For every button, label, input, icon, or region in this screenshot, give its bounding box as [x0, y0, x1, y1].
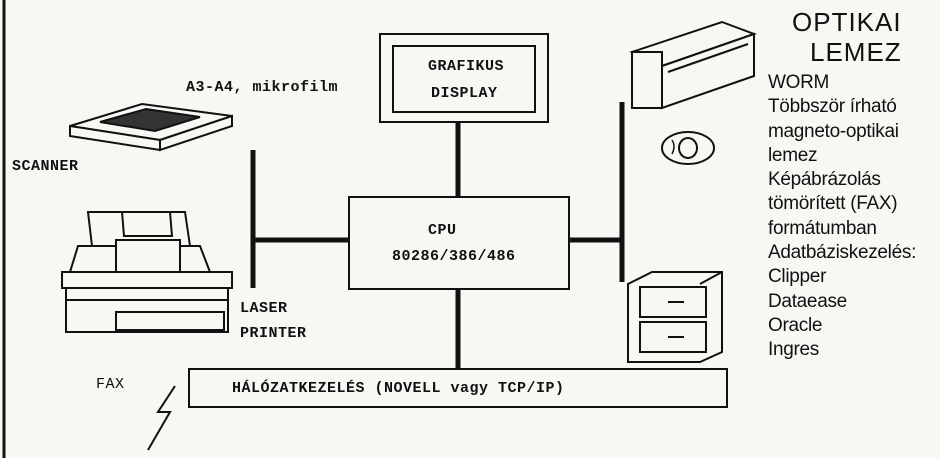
printer-label-line-1: LASER — [240, 300, 288, 317]
side-item-rewritable: Többször írható — [768, 95, 916, 119]
cpu-model-label: 80286/386/486 — [392, 248, 516, 265]
side-panel-title-2: LEMEZ — [810, 38, 902, 66]
fax-signal-icon — [148, 386, 175, 450]
display-label-line-2: DISPLAY — [431, 85, 498, 102]
optical-drive-icon — [632, 22, 754, 108]
side-item-ingres: Ingres — [768, 338, 916, 362]
printer-icon — [62, 212, 232, 332]
side-item-magneto-optical: magneto-optikai — [768, 120, 916, 144]
side-item-compressed: tömörített (FAX) — [768, 192, 916, 216]
side-item-oracle: Oracle — [768, 314, 916, 338]
side-panel-list: WORM Többször írható magneto-optikai lem… — [768, 71, 916, 363]
cpu-label: CPU — [428, 222, 457, 239]
display-label-line-1: GRAFIKUS — [428, 58, 504, 75]
side-item-format: formátumban — [768, 217, 916, 241]
storage-cabinet-icon — [628, 272, 722, 362]
optical-disk-icon — [662, 132, 714, 164]
network-label: HÁLÓZATKEZELÉS (NOVELL vagy TCP/IP) — [232, 380, 565, 397]
cpu-box — [348, 196, 570, 290]
side-item-dataease: Dataease — [768, 290, 916, 314]
scanner-icon — [70, 104, 232, 150]
display-icon — [380, 34, 548, 122]
side-item-imaging: Képábrázolás — [768, 168, 916, 192]
scanner-caption: A3-A4, mikrofilm — [186, 79, 338, 96]
scanner-label: SCANNER — [12, 158, 79, 175]
side-panel-title-1: OPTIKAI — [792, 8, 902, 36]
printer-label-line-2: PRINTER — [240, 325, 307, 342]
side-item-worm: WORM — [768, 71, 916, 95]
side-item-clipper: Clipper — [768, 265, 916, 289]
fax-label: FAX — [96, 376, 125, 393]
side-item-disk: lemez — [768, 144, 916, 168]
side-item-database: Adatbáziskezelés: — [768, 241, 916, 265]
